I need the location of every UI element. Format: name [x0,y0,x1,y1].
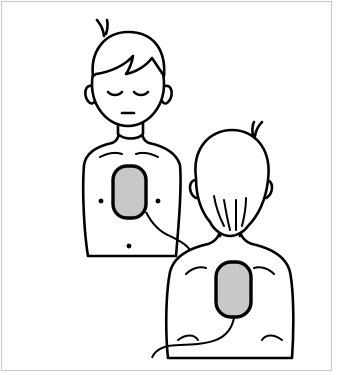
back-view-child-icon [166,122,293,358]
front-view-child-icon [83,20,180,256]
front-cowlick [97,20,108,36]
front-navel [127,244,132,249]
back-cowlick [252,122,262,136]
front-right-nipple [156,199,161,204]
front-left-nipple [99,199,104,204]
chest-pad-icon [113,166,146,218]
back-pad-icon [216,262,251,317]
back-head [195,130,268,236]
